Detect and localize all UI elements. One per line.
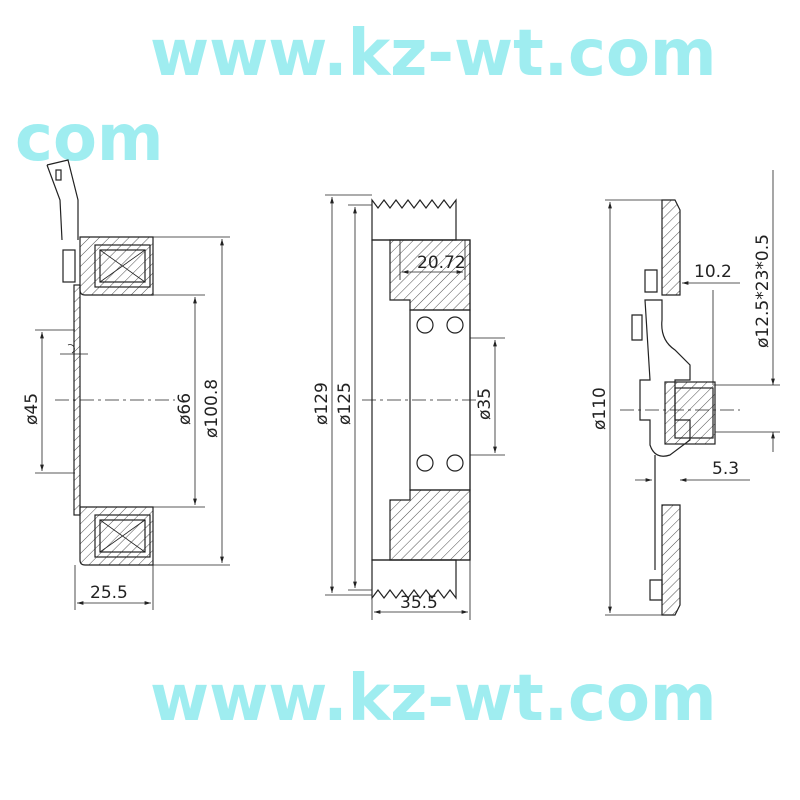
watermark: www.kz-wt.com www.kz-wt.com com: [15, 17, 717, 736]
plate-gap: 5.3: [712, 459, 739, 479]
coil-d45: ø45: [22, 393, 42, 425]
plate-d110: ø110: [590, 387, 610, 430]
coil-width: 25.5: [90, 583, 128, 603]
pulley-bore: ø35: [475, 388, 495, 420]
pulley-width: 35.5: [400, 593, 438, 613]
pulley-d129: ø129: [312, 382, 332, 425]
plate-view: ø110 10.2 5.3 ø12.5*23*0.5: [590, 170, 780, 616]
coil-d66: ø66: [175, 393, 195, 425]
pulley-view: ø129 ø125 ø35 20.72 35.5: [312, 194, 505, 620]
watermark-text-com: com: [15, 102, 164, 176]
pulley-d125: ø125: [335, 382, 355, 425]
coil-d100: ø100.8: [202, 379, 222, 438]
watermark-text-bottom: www.kz-wt.com: [150, 662, 717, 736]
plate-thread: ø12.5*23*0.5: [753, 234, 773, 348]
coil-view: ø45 ø66 ø100.8 25.5: [22, 159, 230, 610]
pulley-offset: 20.72: [417, 253, 466, 273]
watermark-text-top: www.kz-wt.com: [150, 17, 717, 91]
plate-depth: 10.2: [694, 262, 732, 282]
